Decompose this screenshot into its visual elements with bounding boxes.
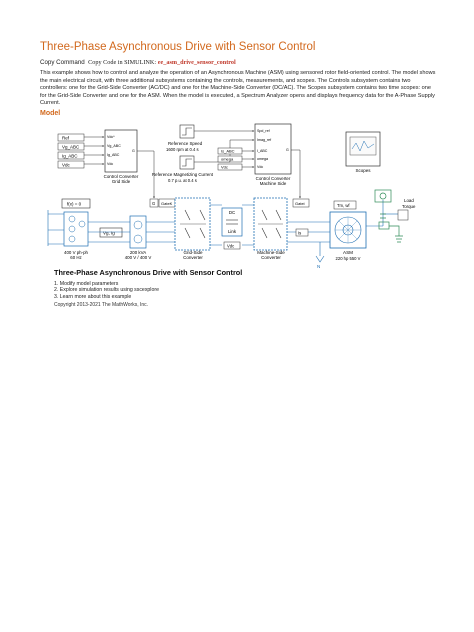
control-converter-machine-block[interactable]: Spd_ref Imag_ref I_ABC omega Vdc G Contr… [254,123,292,186]
gatek-block[interactable]: G GateK [149,198,176,208]
mach-tag-is: Is_ABC [221,149,235,154]
simulink-command[interactable]: ee_asm_drive_sensor_control [157,59,236,66]
asm-rating: 220 hp 550 V [336,256,361,261]
ref-mag-value: 0.7 p.u. at 0.4 s [168,178,197,183]
vdc-tag-label: Vdc [227,244,234,249]
mach-tag-vdc: Vdc [221,165,228,170]
gatei-block[interactable]: Gatei [292,198,310,208]
grid-source-frequency: 60 Hz [70,255,81,260]
machine-side-converter-block[interactable]: Machine-Side Converter [253,197,288,260]
model-step-1[interactable]: 1. Modify model parameters [54,281,119,287]
gatei-label: Gatei [295,201,305,206]
ctrl-grid-out-port: G [132,149,135,153]
vdc-tag: Vdc [223,241,241,250]
model-step-2[interactable]: 2. Explore simulation results using ssce… [54,287,159,294]
load-torque-label-2: Torque [402,204,416,209]
ctrl-mach-port-1: Spd_ref [257,129,270,133]
reference-speed-block[interactable]: Reference Speed 1600 rpm at 0.4 s [166,124,203,152]
solver-config-label: f(x) = 0 [67,202,82,207]
copyright-notice: Copyright 2013-2021 The MathWorks, Inc. [54,302,149,308]
model-heading: Model [40,110,61,117]
grid-side-converter-block[interactable]: Grid-Side Converter [174,197,211,260]
gate-g-label: G [152,201,155,206]
model-step-3[interactable]: 3. Learn more about this example [54,293,132,300]
ref-mag-label: Reference Magnetizing Current [152,172,214,177]
load-torque-block[interactable]: Load Torque [397,198,416,221]
vg-ig-label: Vg, Ig [103,231,115,236]
ctrl-grid-port-4: Vdc [107,162,113,166]
ctrl-mach-port-3: I_ABC [257,149,268,153]
machine-converter-label-1: Machine-Side [257,250,285,255]
ctrl-grid-label-1: Control Converter [104,174,139,179]
reference-magnetizing-block[interactable]: Reference Magnetizing Current 0.7 p.u. a… [152,155,214,183]
scopes-label: Scopes [355,168,371,173]
model-steps-list: 1. Modify model parameters 2. Explore si… [54,281,159,300]
asm-label: ASM [343,250,353,255]
model-block-title: Three-Phase Asynchronous Drive with Sens… [54,268,243,277]
ctrl-mach-label-2: Machine Side [260,181,287,186]
dc-link-label-1: DC [229,210,235,215]
mechanical-load-network [374,189,403,243]
transformer-voltage: 400 V / 400 V [125,255,152,260]
gatek-label: GateK [161,201,173,206]
ctrl-grid-label-2: Grid Side [112,179,131,184]
grid-source-voltage: 400 V ph-ph [64,250,88,255]
input-tag-vdc: Vdc [62,163,71,168]
ctrl-grid-port-1: Vdc* [107,135,115,139]
is-tag: Is [295,228,309,237]
ctrl-mach-port-4: omega [257,157,268,161]
grid-converter-label-1: Grid-Side [183,250,203,255]
ctrl-grid-port-3: Ig_ABC [107,153,120,157]
ctrl-mach-label-1: Control Converter [256,176,291,181]
ref-speed-value: 1600 rpm at 0.4 s [166,147,199,152]
ctrl-mach-out-port: G [286,148,289,152]
machine-converter-label-2: Converter [261,255,281,260]
input-tags: Ref Vg_ABC Ig_ABC Vdc [57,133,105,169]
asm-machine-block[interactable]: ASM 220 hp 550 V [329,211,367,261]
control-converter-grid-block[interactable]: Vdc* Vg_ABC Ig_ABC Vdc G Control Convert… [104,129,139,184]
ground-label: N [317,264,320,269]
ctrl-mach-port-5: Vdc [257,165,263,169]
input-tag-ref: Ref [62,136,70,141]
ground-symbol: N [315,255,325,269]
ref-speed-label: Reference Speed [168,141,203,146]
copy-code-label[interactable]: Copy Code in SIMULINK: [88,59,157,66]
dc-link-block[interactable]: DC Link [221,207,243,237]
grid-converter-label-2: Converter [183,255,203,260]
solver-config-block[interactable]: f(x) = 0 [61,198,91,209]
copy-command-button[interactable]: Copy Command [40,59,85,66]
transformer-block[interactable]: 200 kVA 400 V / 400 V [125,215,152,260]
ctrl-mach-port-2: Imag_ref [257,138,271,142]
transformer-rating: 200 kVA [130,250,146,255]
tm-wf-tag: Tm, wf [333,200,357,210]
is-tag-label: Is [298,231,301,236]
machine-ctrl-input-tags: Is_ABC omega Vdc [217,147,255,171]
page-title: Three-Phase Asynchronous Drive with Sens… [40,41,316,53]
input-tag-ig: Ig_ABC [62,154,78,159]
dc-link-label-2: Link [228,229,237,234]
load-torque-label-1: Load [404,198,414,203]
tm-wf-label: Tm, wf [337,203,350,208]
vg-ig-measurement-block[interactable]: Vg, Ig [99,227,123,238]
scopes-block[interactable]: Scopes [345,131,381,173]
ctrl-grid-port-2: Vg_ABC [107,144,121,148]
copy-command-line: Copy Command Copy Code in SIMULINK: ee_a… [40,59,236,66]
input-tag-vg: Vg_ABC [62,145,80,150]
electrical-wiring [47,200,398,256]
example-description: This example shows how to control and an… [40,70,436,107]
mach-tag-omega: omega [221,157,234,162]
grid-source-block[interactable]: 400 V ph-ph 60 Hz [63,211,89,260]
